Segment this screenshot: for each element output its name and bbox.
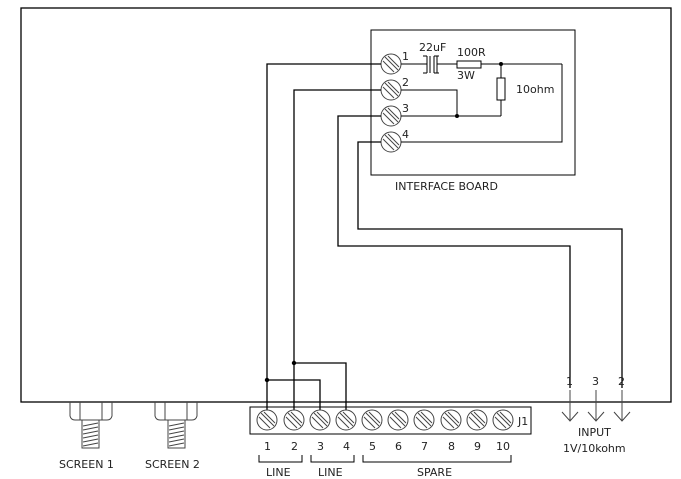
resistor-100r: 100R 3W xyxy=(456,46,562,82)
group-label-line-1: LINE xyxy=(266,466,291,479)
j1-terminal-4-number: 4 xyxy=(343,440,350,453)
input-connector: 1 3 2 INPUT 1V/10kohm xyxy=(561,375,631,455)
j1-terminal-8 xyxy=(440,409,462,431)
j1-label: J1 xyxy=(517,415,528,428)
interface-terminal-3: 3 xyxy=(380,102,409,127)
wire-terminal-1 xyxy=(266,63,381,410)
interface-terminal-4-label: 4 xyxy=(402,128,409,141)
resistor-100r-label: 100R xyxy=(457,46,486,59)
input-pin-1-label: 1 xyxy=(566,375,573,388)
j1-terminal-7-number: 7 xyxy=(421,440,428,453)
group-label-spare: SPARE xyxy=(417,466,452,479)
screen-stud-2: SCREEN 2 xyxy=(145,402,200,471)
thread-lines xyxy=(168,422,185,447)
interface-terminal-1: 1 xyxy=(380,50,409,75)
j1-terminal-4 xyxy=(335,409,357,431)
interface-board: INTERFACE BOARD 1 2 3 4 xyxy=(370,29,576,193)
wire-j1-3 xyxy=(267,379,321,410)
j1-terminal-7 xyxy=(413,409,435,431)
j1-terminal-3-number: 3 xyxy=(317,440,324,453)
j1-terminal-1-number: 1 xyxy=(264,440,271,453)
bracket-line-1 xyxy=(258,455,303,463)
screen-1-label: SCREEN 1 xyxy=(59,458,114,471)
j1-terminal-1 xyxy=(256,409,278,431)
bracket-line-2 xyxy=(310,455,355,463)
j1-outline xyxy=(249,406,532,435)
enclosure-outline xyxy=(20,7,672,403)
resistor-100r-rating: 3W xyxy=(457,69,475,82)
interface-terminal-2-label: 2 xyxy=(402,76,409,89)
wire-internal-2 xyxy=(401,89,458,116)
wire-terminal-2 xyxy=(293,89,381,410)
group-label-line-2: LINE xyxy=(318,466,343,479)
wire-terminal-4 xyxy=(357,141,623,388)
j1-terminal-2-number: 2 xyxy=(291,440,298,453)
input-pin-3-label: 3 xyxy=(592,375,599,388)
input-pin-3: 3 xyxy=(587,375,605,422)
j1-terminal-10-number: 10 xyxy=(496,440,510,453)
j1-terminal-10 xyxy=(492,409,514,431)
capacitor-label: 22uF xyxy=(419,41,446,54)
junction-dot xyxy=(291,360,297,366)
junction-dot xyxy=(264,377,270,383)
j1-terminal-block: J1 1 2 3 4 5 6 7 8 9 10 LINE LINE SPARE xyxy=(249,406,532,479)
interface-terminal-2: 2 xyxy=(380,76,409,101)
interface-board-label: INTERFACE BOARD xyxy=(395,180,498,193)
interface-terminal-4: 4 xyxy=(380,128,409,153)
input-pin-1: 1 xyxy=(561,375,579,422)
j1-terminal-9 xyxy=(466,409,488,431)
input-pin-2-label: 2 xyxy=(618,375,625,388)
j1-terminal-6-number: 6 xyxy=(395,440,402,453)
j1-terminal-8-number: 8 xyxy=(448,440,455,453)
j1-terminal-3 xyxy=(309,409,331,431)
interface-board-outline xyxy=(370,29,576,176)
input-spec: 1V/10kohm xyxy=(563,442,626,455)
capacitor-22uf: 22uF xyxy=(401,41,457,74)
input-pin-2: 2 xyxy=(613,375,631,422)
wire-internal-4 xyxy=(401,64,563,143)
input-label: INPUT xyxy=(578,426,611,439)
junction-dot xyxy=(455,114,459,118)
screen-stud-1: SCREEN 1 xyxy=(59,402,114,471)
bracket-spare xyxy=(362,455,512,463)
wire-j1-4 xyxy=(294,362,347,410)
j1-terminal-5 xyxy=(361,409,383,431)
wire-terminal-3 xyxy=(337,115,571,388)
resistor-10ohm-label: 10ohm xyxy=(516,83,554,96)
interface-terminal-3-label: 3 xyxy=(402,102,409,115)
thread-lines xyxy=(82,422,99,447)
interface-terminal-1-label: 1 xyxy=(402,50,409,63)
screen-2-label: SCREEN 2 xyxy=(145,458,200,471)
resistor-10ohm: 10ohm xyxy=(496,64,554,116)
j1-terminal-6 xyxy=(387,409,409,431)
j1-terminal-5-number: 5 xyxy=(369,440,376,453)
j1-terminal-9-number: 9 xyxy=(474,440,481,453)
j1-terminal-2 xyxy=(283,409,305,431)
